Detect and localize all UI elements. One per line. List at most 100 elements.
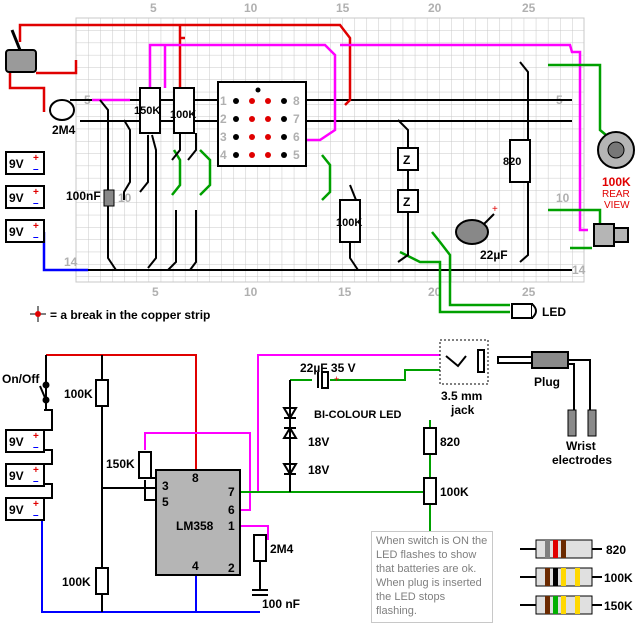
- resistor-150k-sch: [138, 451, 152, 479]
- label-820-board: 820: [503, 156, 521, 168]
- pin-1: 1: [228, 519, 235, 533]
- ic-pin-dot: [281, 98, 287, 104]
- ic-pin-label: 8: [293, 94, 300, 108]
- label-bicolour: BI-COLOUR LED: [314, 409, 401, 421]
- svg-text:+: +: [33, 187, 39, 198]
- label-batt1: 9V: [9, 435, 24, 449]
- battery-board-1: [5, 151, 45, 175]
- col-number: 15: [338, 285, 352, 299]
- ic-pin-dot: [265, 98, 271, 104]
- pin-3: 3: [162, 479, 169, 493]
- resistor-820-sch: [423, 427, 437, 455]
- svg-text:+: +: [33, 499, 39, 510]
- ic-pin-dot: [281, 116, 287, 122]
- ic-pin-dot: [233, 98, 239, 104]
- battery-schematic-polarity: +– +– +–: [33, 431, 39, 521]
- col-number: 10: [244, 285, 258, 299]
- label-plug: Plug: [534, 375, 560, 389]
- svg-text:–: –: [33, 510, 39, 521]
- label-150k-code: 150K: [604, 599, 633, 613]
- label-2m4: 2M4: [52, 123, 76, 137]
- capacitor-100nf-board: [103, 189, 115, 207]
- col-number: 25: [522, 1, 536, 15]
- ic-pin-dot: [249, 152, 255, 158]
- battery-schematic-2: [5, 463, 45, 487]
- label-pot-board: 100K: [602, 175, 631, 189]
- label-wrist: Wrist: [566, 439, 596, 453]
- svg-text:+: +: [33, 153, 39, 164]
- plug-symbol: [497, 351, 591, 412]
- schematic-wires-magenta: [144, 354, 440, 540]
- zener-2-board: [397, 189, 419, 213]
- label-18v-1: 18V: [308, 435, 329, 449]
- ic-pin-dot: [233, 134, 239, 140]
- red-wires: [8, 23, 352, 112]
- ic-pin-label: 7: [293, 112, 300, 126]
- label-led-board: LED: [542, 305, 566, 319]
- pin-8: 8: [192, 471, 199, 485]
- ic-pin-label: 2: [220, 112, 227, 126]
- svg-text:–: –: [33, 476, 39, 487]
- ic-pin-dots: [233, 98, 287, 158]
- cap-plus-sch: +: [334, 374, 339, 384]
- ic-pin-dot: [281, 152, 287, 158]
- row-number: 10: [556, 191, 570, 205]
- jack-socket-board: [593, 223, 629, 247]
- col-number: 5: [152, 285, 159, 299]
- capacitor-22uf-board: [455, 219, 489, 245]
- capacitor-22uf-sch: [317, 371, 329, 389]
- resistor-2m4-board: [49, 99, 75, 121]
- label-z2: Z: [403, 195, 410, 209]
- pin-2: 2: [228, 561, 235, 575]
- label-batt3-board: 9V: [9, 225, 24, 239]
- label-onoff: On/Off: [2, 372, 40, 386]
- label-2m4-sch: 2M4: [270, 542, 294, 556]
- battery-board-2: [5, 185, 45, 209]
- label-pot-sch: 100K: [440, 485, 469, 499]
- wrist-electrode-2: [587, 409, 597, 437]
- zener-1-board: [397, 147, 419, 171]
- pin-6: 6: [228, 503, 235, 517]
- cap-plus-board: +: [492, 204, 498, 215]
- ic-pin-label: 5: [293, 148, 300, 162]
- svg-text:–: –: [33, 198, 39, 209]
- resistor-820-board: [509, 139, 531, 183]
- label-22uf-sch: 22µF 35 V: [300, 361, 356, 375]
- ic-pin-dot: [249, 98, 255, 104]
- label-100nf: 100nF: [66, 189, 101, 203]
- label-batt2: 9V: [9, 469, 24, 483]
- resistor-150k-board: [139, 87, 161, 134]
- label-100nf-sch: 100 nF: [262, 597, 300, 611]
- label-z1: Z: [403, 153, 410, 167]
- ic-pin-dot: [233, 152, 239, 158]
- wrist-electrode-1: [567, 409, 577, 437]
- pin-5: 5: [162, 495, 169, 509]
- label-lm358: LM358: [176, 519, 214, 533]
- label-batt3: 9V: [9, 503, 24, 517]
- lm358-chip: [155, 469, 241, 576]
- onoff-switch: [39, 381, 50, 404]
- label-electrodes: electrodes: [552, 453, 612, 467]
- label-22uf-board: 22µF: [480, 248, 508, 262]
- col-number: 25: [522, 285, 536, 299]
- colour-code-leads: [520, 548, 602, 606]
- resistor-2m4-sch: [253, 534, 267, 562]
- label-100k-code: 100K: [604, 571, 633, 585]
- pin-4: 4: [192, 559, 199, 573]
- ic-pin-label: 3: [220, 130, 227, 144]
- row-number: 14: [572, 263, 586, 277]
- colour-code-150k: [535, 595, 593, 615]
- break-symbol: [30, 306, 46, 322]
- ic-pin-dot: [249, 116, 255, 122]
- ic-pin-label: 6: [293, 130, 300, 144]
- svg-text:+: +: [33, 465, 39, 476]
- stripboard-grid: [75, 17, 585, 283]
- colour-code-820: [535, 539, 593, 559]
- svg-text:+: +: [33, 221, 39, 232]
- schematic-wires-red: [46, 354, 197, 470]
- col-number: 10: [244, 1, 258, 15]
- magenta-wires: [92, 43, 588, 232]
- svg-text:–: –: [33, 164, 39, 175]
- ic-pin-dot: [249, 134, 255, 140]
- ic-pin-dot: [233, 116, 239, 122]
